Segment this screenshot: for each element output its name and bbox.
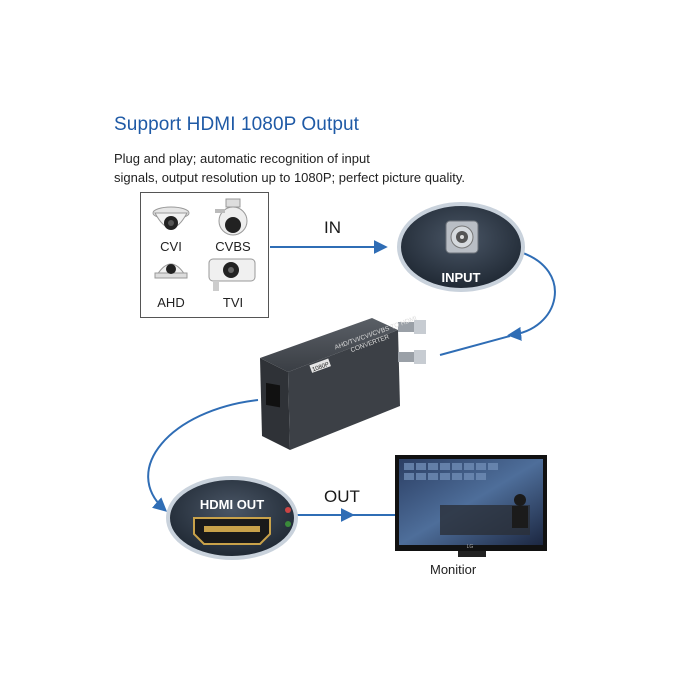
input-bubble-label: INPUT bbox=[442, 270, 481, 285]
monitor-label: Monitior bbox=[430, 562, 477, 577]
hdmi-port-icon bbox=[193, 517, 271, 545]
bnc-connector-icon bbox=[445, 220, 479, 254]
converter-device: 1080P AHD/TVI/CVI/CVBS TO HDMI CONVERTER bbox=[260, 315, 426, 450]
monitor: LG bbox=[395, 455, 547, 557]
input-to-device-arrow bbox=[507, 251, 556, 341]
in-label: IN bbox=[324, 218, 341, 237]
converter-badge-bg bbox=[309, 358, 331, 373]
ptz-camera-cvbs-icon bbox=[215, 198, 248, 236]
input-bubble bbox=[397, 202, 525, 292]
description-line-2: signals, output resolution up to 1080P; … bbox=[114, 170, 465, 185]
out-label: OUT bbox=[324, 487, 360, 506]
description: Plug and play; automatic recognition of … bbox=[114, 149, 465, 187]
camera-type-box: CVI CVBS AHD TVI bbox=[140, 192, 269, 318]
bullet-camera-tvi-icon bbox=[208, 258, 256, 291]
camera-label-ahd: AHD bbox=[157, 295, 185, 310]
camera-label-cvi: CVI bbox=[160, 239, 182, 254]
camera-label-cvbs: CVBS bbox=[215, 239, 251, 254]
device-link-line bbox=[439, 335, 511, 356]
description-line-1: Plug and play; automatic recognition of … bbox=[114, 151, 370, 166]
headline: Support HDMI 1080P Output bbox=[114, 114, 360, 135]
converter-badge: 1080P bbox=[312, 362, 330, 374]
device-to-hdmi-arrow bbox=[147, 399, 259, 512]
hdmi-out-bubble bbox=[166, 476, 298, 560]
svg-text:LG: LG bbox=[467, 544, 474, 550]
dome-camera-cvi-icon bbox=[152, 206, 190, 230]
hdmi-out-bubble-label: HDMI OUT bbox=[200, 497, 264, 512]
bnc-connector-2-icon bbox=[398, 350, 426, 364]
camera-label-tvi: TVI bbox=[222, 295, 244, 310]
bnc-connector-1-icon bbox=[398, 320, 426, 334]
dome-camera-ahd-icon bbox=[154, 263, 188, 279]
